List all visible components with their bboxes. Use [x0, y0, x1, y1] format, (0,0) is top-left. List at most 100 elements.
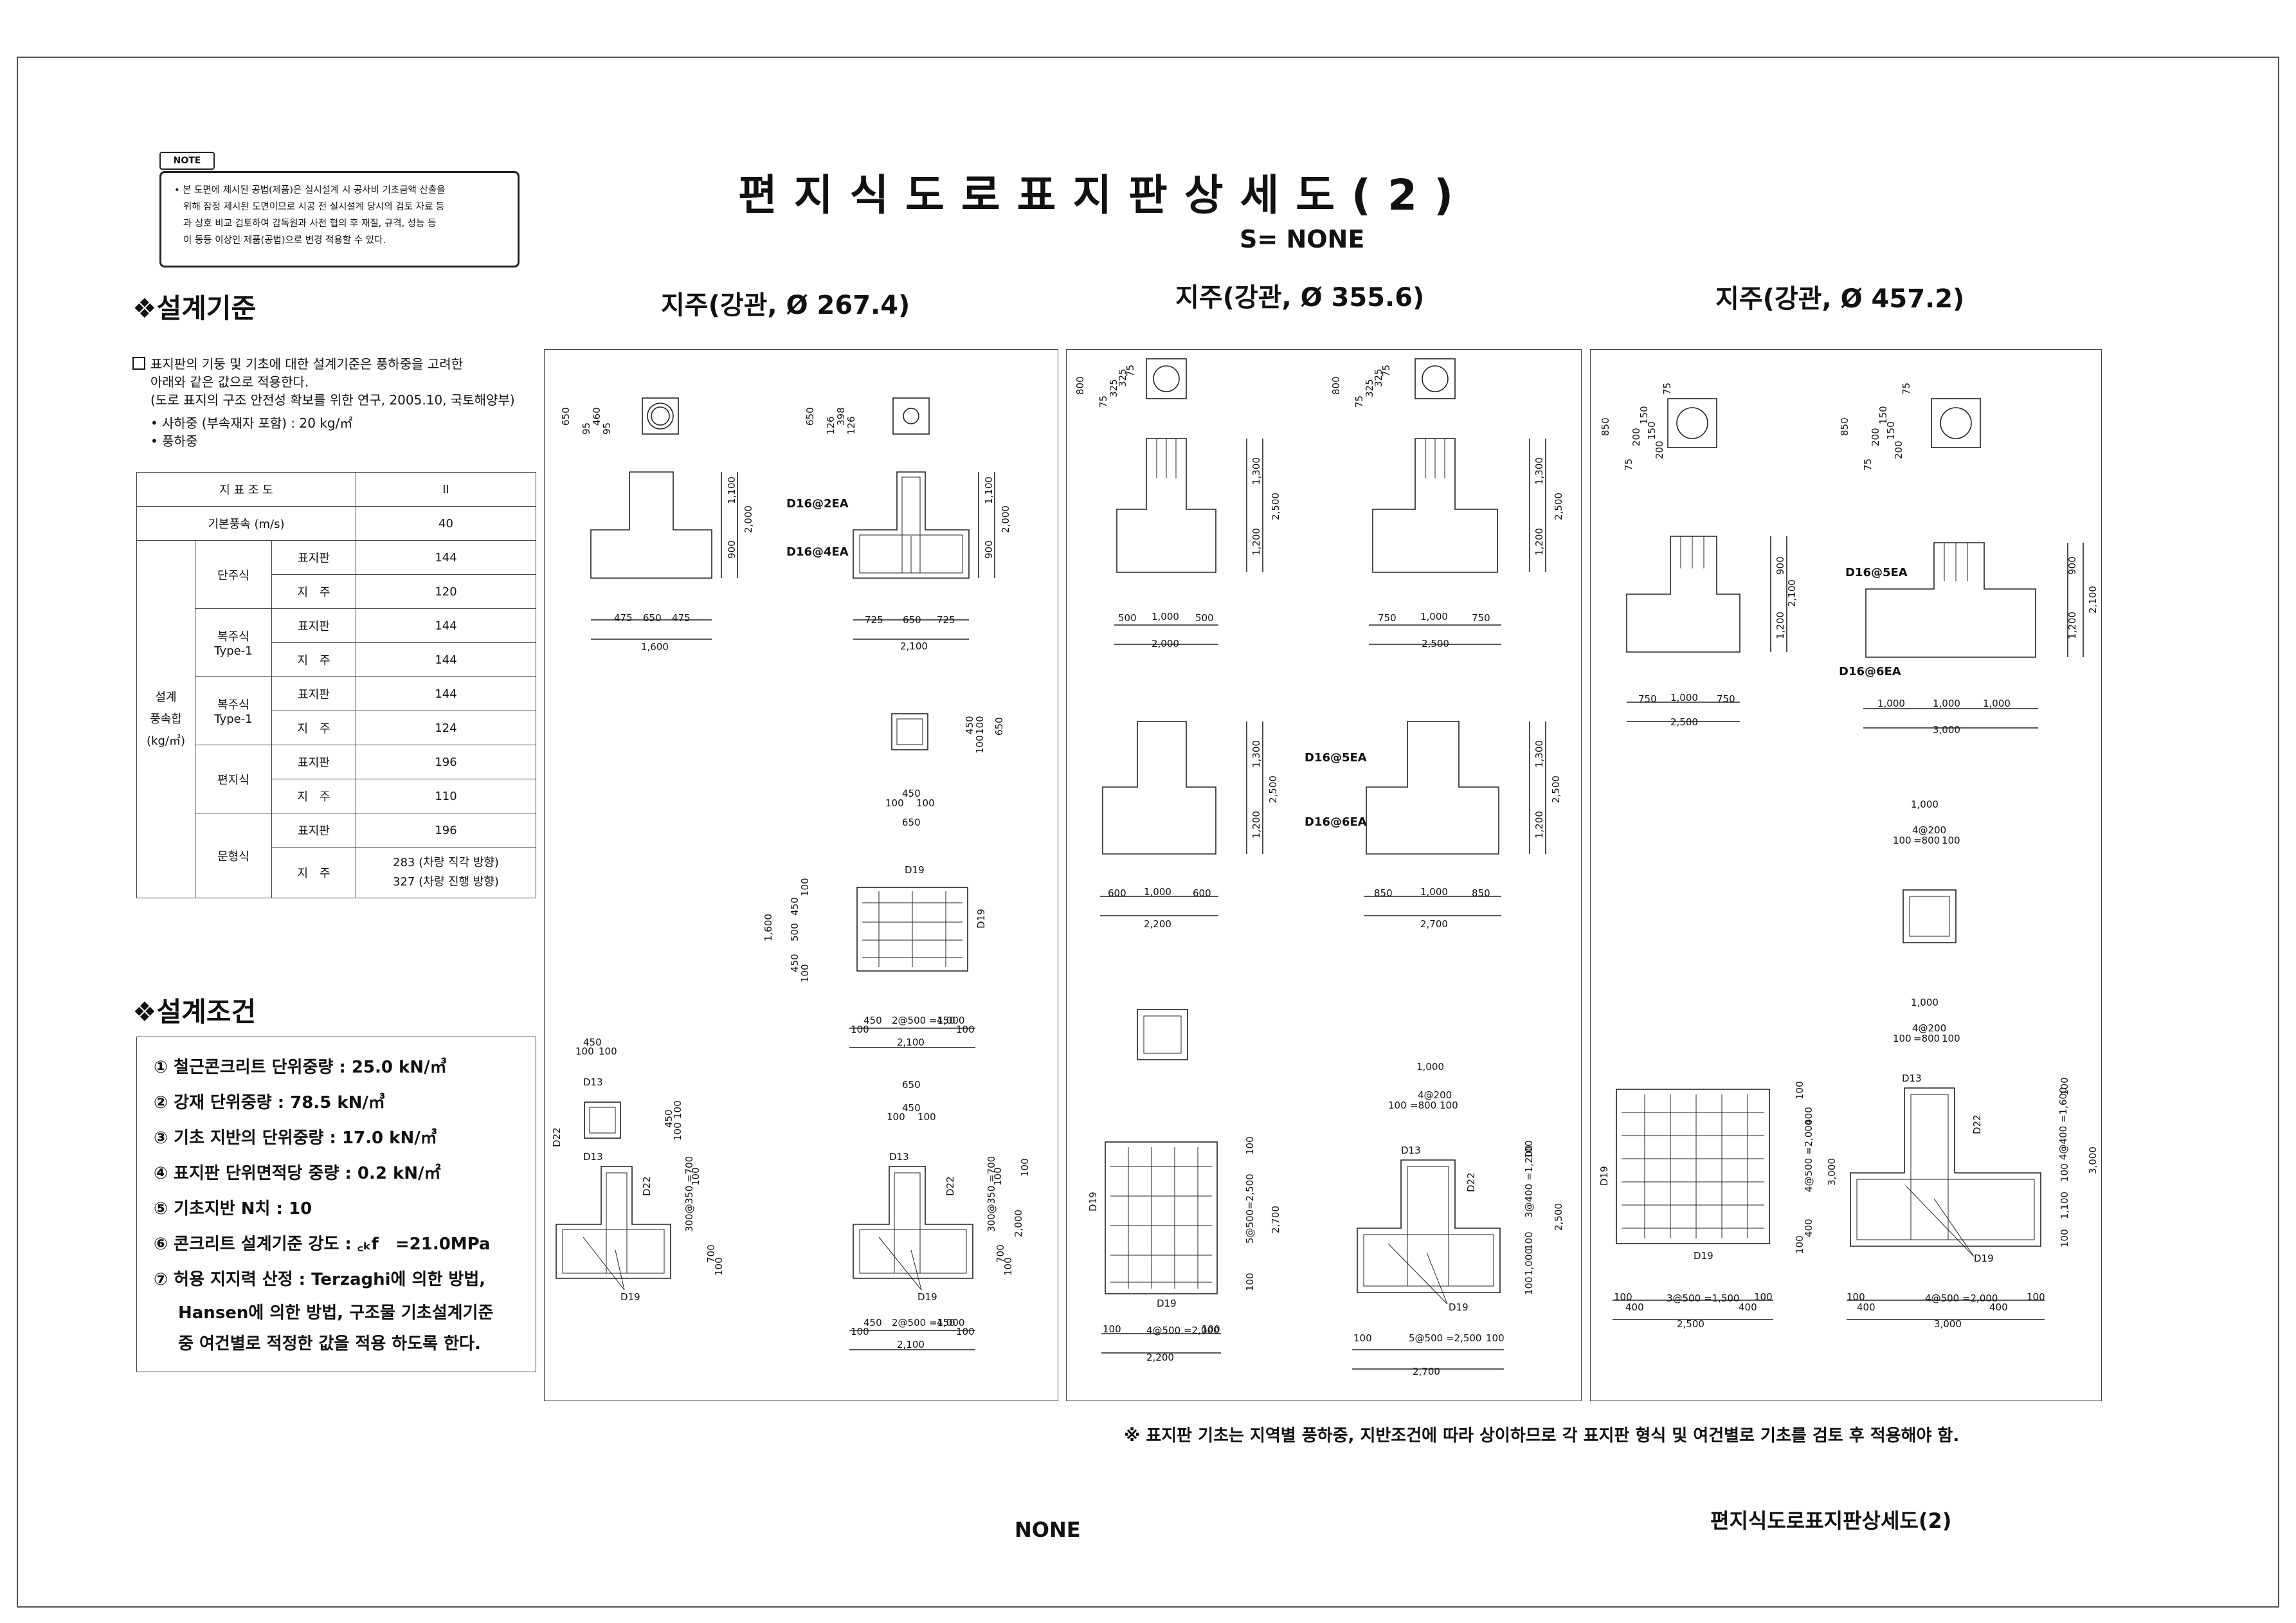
dim-label: 200	[1870, 428, 1881, 446]
dim-label: 100	[1523, 1231, 1535, 1250]
checkbox-icon	[132, 357, 145, 370]
dim-label: 100	[690, 1167, 701, 1186]
dim-label: 100	[1202, 1323, 1220, 1335]
table-cell: 표지판	[271, 540, 356, 575]
table-header-roughness: 지 표 조 도	[136, 472, 356, 507]
dim-label: 100	[1893, 835, 1912, 846]
bottom-scale: NONE	[1015, 1518, 1081, 1542]
condition-item: ② 강재 단위중량 : 78.5 kN/㎥	[154, 1093, 385, 1112]
diamond-bullet-icon: ❖	[132, 293, 157, 324]
dim-label: 3,000	[1933, 724, 1960, 736]
dim-label: 850	[1839, 417, 1850, 436]
condition-item: ⑥ 콘크리트 설계기준 강도 : ꜀ₖf =21.0MPa	[154, 1235, 491, 1254]
dim-label: 2,500	[1422, 638, 1449, 649]
dim-label: 450	[789, 897, 800, 916]
dim-label: 650	[902, 1079, 921, 1091]
rebar-label: D13	[583, 1151, 603, 1163]
dim-label: 3,000	[2087, 1147, 2099, 1174]
detail-panel-457: 850 75 200 150 150 200 75 850 75 200 150…	[1590, 349, 2102, 1401]
dim-label: 4@200	[1418, 1089, 1452, 1101]
dim-label: =800	[1410, 1100, 1436, 1111]
dim-label: 2,000	[1152, 638, 1179, 649]
dim-label: 450	[902, 788, 921, 799]
rebar-label: D19	[975, 909, 987, 929]
table-cell: 196	[356, 745, 536, 779]
footing-section	[1357, 1159, 1501, 1293]
dim-label: 750	[1638, 693, 1657, 705]
dim-label: 75	[1098, 395, 1109, 408]
dim-label: 750	[1717, 693, 1735, 705]
dim-label: 2,700	[1413, 1366, 1440, 1377]
rebar-label: D19	[1087, 1192, 1099, 1211]
table-cell: 지 주	[271, 574, 356, 609]
dim-label: 300@350 =700	[986, 1156, 997, 1232]
dim-label: 2,000	[1000, 505, 1011, 533]
dim-label: 100	[799, 878, 811, 896]
dim-label: 2@500 =1,000	[892, 1317, 964, 1328]
note-box: • 본 도면에 제시된 공법(제품)은 실시설계 시 공사비 기초금액 산출을 …	[159, 171, 520, 267]
dim-label: 750	[1472, 612, 1490, 624]
dim-label: 100	[885, 797, 904, 809]
dim-label: 100	[1486, 1332, 1505, 1344]
rebar-label: D13	[583, 1076, 603, 1088]
dim-label: 2,200	[1146, 1352, 1174, 1363]
table-cell: 120	[356, 574, 536, 609]
drawing-scale: S= NONE	[1240, 225, 1365, 253]
rebar-label: D22	[641, 1176, 653, 1196]
foundation-elevation	[590, 471, 712, 579]
dim-label: 100	[672, 1100, 683, 1119]
dim-label: 1,600	[641, 641, 669, 653]
foundation-elevation	[1865, 542, 2036, 658]
dim-label: 100	[575, 1046, 594, 1057]
note-line: • 본 도면에 제시된 공법(제품)은 실시설계 시 공사비 기초금액 산출을	[174, 185, 446, 195]
table-cell: 144	[356, 540, 536, 575]
dim-label: 450	[863, 1317, 882, 1328]
dim-label: 400	[1739, 1301, 1757, 1313]
dim-label: 95	[601, 422, 613, 435]
dim-label: 300@350 =700	[683, 1156, 695, 1232]
table-cell: 표지판	[271, 813, 356, 848]
wind-load-table: 지 표 조 도 II 기본풍속 (m/s) 40 설계 풍속합 (kg/㎡) 단…	[136, 472, 536, 898]
dim-label: 100	[1847, 1291, 1865, 1303]
dim-label: 325	[1117, 368, 1128, 387]
dim-label: 1,000	[1983, 698, 2011, 709]
dim-label: 750	[1378, 612, 1397, 624]
rebar-label: D19	[905, 864, 925, 876]
rebar-label: D22	[551, 1127, 563, 1147]
dim-label: 100	[1388, 1100, 1407, 1111]
dim-label: 1,000	[1670, 692, 1698, 703]
column-section	[891, 713, 928, 750]
dim-label: 75	[1353, 395, 1365, 408]
table-cell: 144	[356, 676, 536, 711]
foundation-elevation	[1116, 438, 1216, 573]
dim-label: 2,500	[1267, 775, 1279, 803]
base-plate-plan	[892, 397, 930, 435]
dim-label: 650	[560, 407, 572, 426]
dim-label: 200	[1654, 440, 1665, 459]
dim-label: 1,200	[1251, 528, 1262, 556]
dim-label: 5@500=2,500	[1244, 1174, 1256, 1244]
dim-label: 100	[974, 716, 986, 734]
dim-label: 1,600	[763, 914, 774, 941]
note-line: 위해 잠정 제시된 도면이므로 시공 전 실시설계 당시의 검토 자료 등	[183, 202, 445, 212]
base-plate-plan	[1931, 398, 1981, 448]
rebar-label: D19	[1157, 1298, 1177, 1309]
dim-label: 75	[1125, 365, 1136, 377]
dim-label: 600	[1108, 887, 1126, 899]
dim-label: 1,000	[1416, 1061, 1444, 1073]
dim-label: 100	[1794, 1235, 1805, 1254]
dim-label: 2,100	[897, 1339, 925, 1350]
rebar-label: D22	[1971, 1114, 1983, 1134]
dim-label: 200	[1893, 440, 1904, 459]
dim-label: 100	[992, 1167, 1004, 1186]
condition-item: ③ 기초 지반의 단위중량 : 17.0 kN/㎥	[154, 1129, 437, 1148]
panel-drawing: 850 75 200 150 150 200 75 850 75 200 150…	[1598, 383, 2099, 1330]
dim-label: 450	[663, 1109, 674, 1128]
dim-label: 100	[1244, 1136, 1256, 1155]
dim-label: 850	[1472, 887, 1490, 899]
diamond-bullet-icon: ❖	[132, 996, 157, 1028]
footing-plan	[1105, 1141, 1218, 1294]
footnote: ※ 표지판 기초는 지역별 풍하중, 지반조건에 따라 상이하므로 각 표지판 …	[1124, 1426, 1960, 1446]
dim-label: 150	[1885, 421, 1897, 440]
dim-label: 1,100	[726, 476, 737, 504]
